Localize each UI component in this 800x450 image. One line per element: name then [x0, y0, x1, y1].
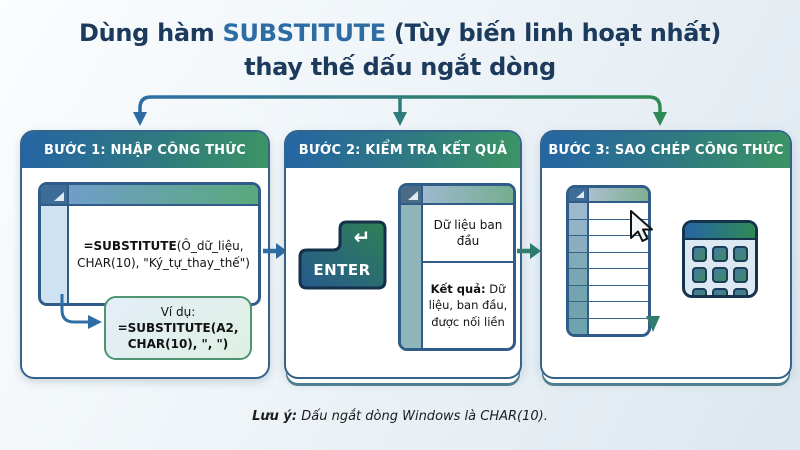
- step-2-header: BƯỚC 2: KIỂM TRA KẾT QUẢ: [286, 132, 520, 168]
- corner-triangle-icon: [54, 192, 64, 201]
- mouse-cursor-icon: [630, 210, 653, 242]
- top-connector-arrows: [133, 95, 667, 126]
- row-header-cell: [569, 269, 589, 285]
- footer-note-text: Dấu ngắt dòng Windows là CHAR(10).: [297, 409, 548, 424]
- title-highlight: SUBSTITUTE: [222, 19, 387, 47]
- row-header-cell: [569, 285, 589, 301]
- sheet-row: [569, 302, 648, 319]
- title-line-2: thay thế dấu ngắt dòng: [244, 53, 556, 81]
- column-sheet-graphic: [566, 185, 651, 337]
- arrow-right-icon: [530, 243, 541, 259]
- row-header-cell: [569, 236, 589, 252]
- sheet-rows: [569, 203, 648, 334]
- page-title: Dùng hàm SUBSTITUTE (Tùy biến linh hoạt …: [0, 16, 800, 84]
- row-header-cell: [569, 318, 589, 334]
- sheet-corner-select-all: [41, 185, 69, 206]
- footer-note-label: Lưu ý:: [252, 409, 298, 424]
- enter-key-shape: [298, 220, 387, 290]
- grid-cell: [712, 246, 728, 262]
- enter-key: ↵ ENTER: [298, 220, 387, 290]
- footer-note: Lưu ý: Dấu ngắt dòng Windows là CHAR(10)…: [0, 409, 800, 424]
- sheet-row-header: [41, 206, 69, 303]
- grid-cell: [732, 246, 748, 262]
- result-text: Kết quả: Dữ liệu, ban đầu, được nối liền: [427, 281, 509, 329]
- cursor-shape: [630, 210, 653, 242]
- sheet-row: [569, 269, 648, 286]
- arrow-down-icon: [653, 112, 667, 126]
- table-grid-header: [685, 223, 755, 240]
- example-formula-line-2: CHAR(10), ", "): [127, 337, 229, 352]
- result-sheet-graphic: Dữ liệu ban đầu Kết quả: Dữ liệu, ban đầ…: [398, 183, 516, 351]
- sheet-column-header: [69, 185, 258, 206]
- formula-function-name: =SUBSTITUTE: [83, 238, 177, 253]
- corner-triangle-icon: [408, 191, 418, 200]
- table-grid-icon: [682, 220, 758, 298]
- arrow-down-icon: [393, 112, 407, 126]
- formula-cell: =SUBSTITUTE(Ô_dữ_liệu, CHAR(10), "Ký_tự_…: [69, 206, 258, 303]
- sheet-row: [569, 219, 648, 236]
- title-line-1: Dùng hàm SUBSTITUTE (Tùy biến linh hoạt …: [0, 16, 800, 50]
- result-cell: Kết quả: Dữ liệu, ban đầu, được nối liền: [423, 263, 513, 348]
- enter-return-icon: ↵: [354, 225, 371, 249]
- step-3-header: BƯỚC 3: SAO CHÉP CÔNG THỨC: [542, 132, 790, 168]
- original-data-cell: Dữ liệu ban đầu: [423, 205, 513, 263]
- grid-cell: [692, 246, 708, 262]
- sheet-row: [569, 203, 648, 220]
- corner-triangle-icon: [576, 191, 584, 198]
- formula-line-2: CHAR(10), "Ký_tự_thay_thế"): [77, 255, 250, 270]
- arrow-step2-to-step3: [517, 243, 541, 259]
- formula-args: (Ô_dữ_liệu,: [176, 238, 244, 253]
- formula-line-1: =SUBSTITUTE(Ô_dữ_liệu,: [83, 238, 243, 255]
- title-suffix: (Tùy biến linh hoạt nhất): [385, 19, 722, 47]
- arrow-down-icon: [646, 316, 660, 332]
- example-box: Ví dụ: =SUBSTITUTE(A2, CHAR(10), ", "): [104, 296, 252, 360]
- elbow-arrow: [60, 294, 102, 329]
- enter-key-label: ENTER: [313, 261, 370, 279]
- result-value: Dữ liệu, ban đầu, được nối liền: [428, 282, 508, 329]
- sheet-cells: Dữ liệu ban đầu Kết quả: Dữ liệu, ban đầ…: [423, 205, 513, 348]
- sheet-corner-select-all: [569, 188, 589, 203]
- example-label: Ví dụ:: [160, 304, 196, 319]
- arrow-right-icon: [88, 315, 102, 329]
- sheet-row: [569, 236, 648, 253]
- row-header-cell: [569, 219, 589, 235]
- sheet-corner-select-all: [401, 186, 423, 205]
- formula-cell-graphic: =SUBSTITUTE(Ô_dữ_liệu, CHAR(10), "Ký_tự_…: [38, 182, 261, 306]
- result-label: Kết quả:: [430, 282, 486, 297]
- fill-down-arrow: [646, 250, 660, 332]
- elbow-line: [60, 294, 88, 324]
- sheet-row: [569, 252, 648, 269]
- arrow-right-icon: [276, 243, 287, 259]
- grid-cell: [732, 267, 748, 283]
- grid-cell: [712, 288, 728, 295]
- row-header-cell: [569, 252, 589, 268]
- sheet-column-header: [589, 188, 648, 203]
- row-header-cell: [569, 203, 589, 219]
- connector-line: [138, 95, 662, 113]
- sheet-row: [569, 285, 648, 302]
- arrow-step1-to-step2: [263, 243, 287, 259]
- example-formula-line-1: =SUBSTITUTE(A2,: [117, 320, 239, 335]
- step-1-header: BƯỚC 1: NHẬP CÔNG THỨC: [22, 132, 268, 168]
- grid-cell: [692, 288, 708, 295]
- grid-cell: [692, 267, 708, 283]
- title-prefix: Dùng hàm: [78, 19, 223, 47]
- sheet-column-header: [423, 186, 513, 205]
- sheet-row: [569, 318, 648, 334]
- grid-cell: [712, 267, 728, 283]
- grid-cell: [732, 288, 748, 295]
- sheet-row-header: [401, 205, 423, 348]
- table-grid-cells: [685, 240, 755, 295]
- arrow-down-icon: [133, 112, 147, 126]
- row-header-cell: [569, 302, 589, 318]
